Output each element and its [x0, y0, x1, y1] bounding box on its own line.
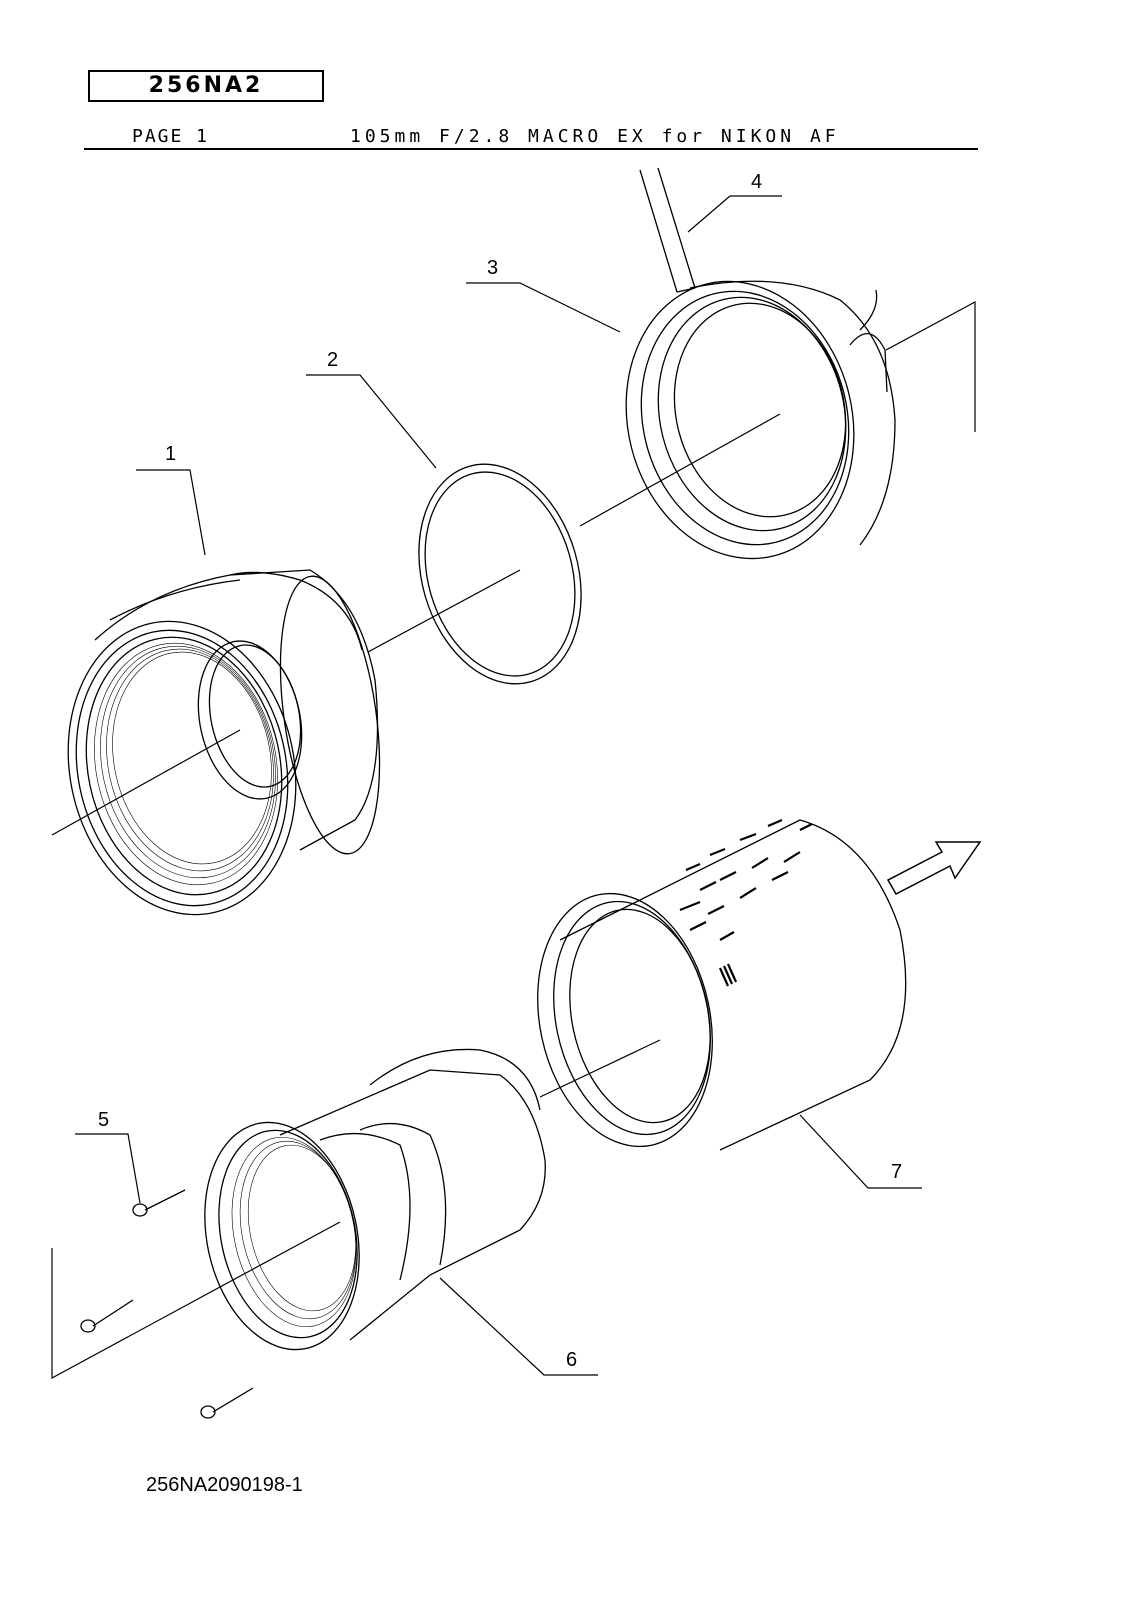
direction-arrow-icon — [886, 841, 982, 895]
part-label-3: 3 — [487, 257, 498, 279]
part-label-6: 6 — [566, 1349, 577, 1371]
part-6-helicoid — [204, 1048, 546, 1351]
title-underline — [84, 148, 978, 150]
part-label-4: 4 — [751, 171, 762, 193]
leader-lines — [75, 195, 922, 1376]
part-3-mount — [625, 280, 896, 560]
part-1-barrel — [67, 569, 381, 916]
model-code-box: 256NA2 — [88, 70, 324, 102]
part-label-7: 7 — [891, 1161, 902, 1183]
part-7-cam-barrel — [537, 818, 907, 1151]
drawing-title: 105mm F/2.8 MACRO EX for NIKON AF — [350, 126, 840, 147]
part-4-strip — [639, 167, 888, 393]
drawing-number: 256NA2090198-1 — [146, 1474, 303, 1496]
part-label-1: 1 — [165, 443, 176, 465]
part-label-5: 5 — [98, 1109, 109, 1131]
part-label-2: 2 — [327, 349, 338, 371]
optical-axis — [51, 300, 976, 1380]
part-5-screws — [80, 1189, 254, 1419]
page-label: PAGE 1 — [132, 126, 210, 147]
part-2-ring — [418, 463, 582, 685]
